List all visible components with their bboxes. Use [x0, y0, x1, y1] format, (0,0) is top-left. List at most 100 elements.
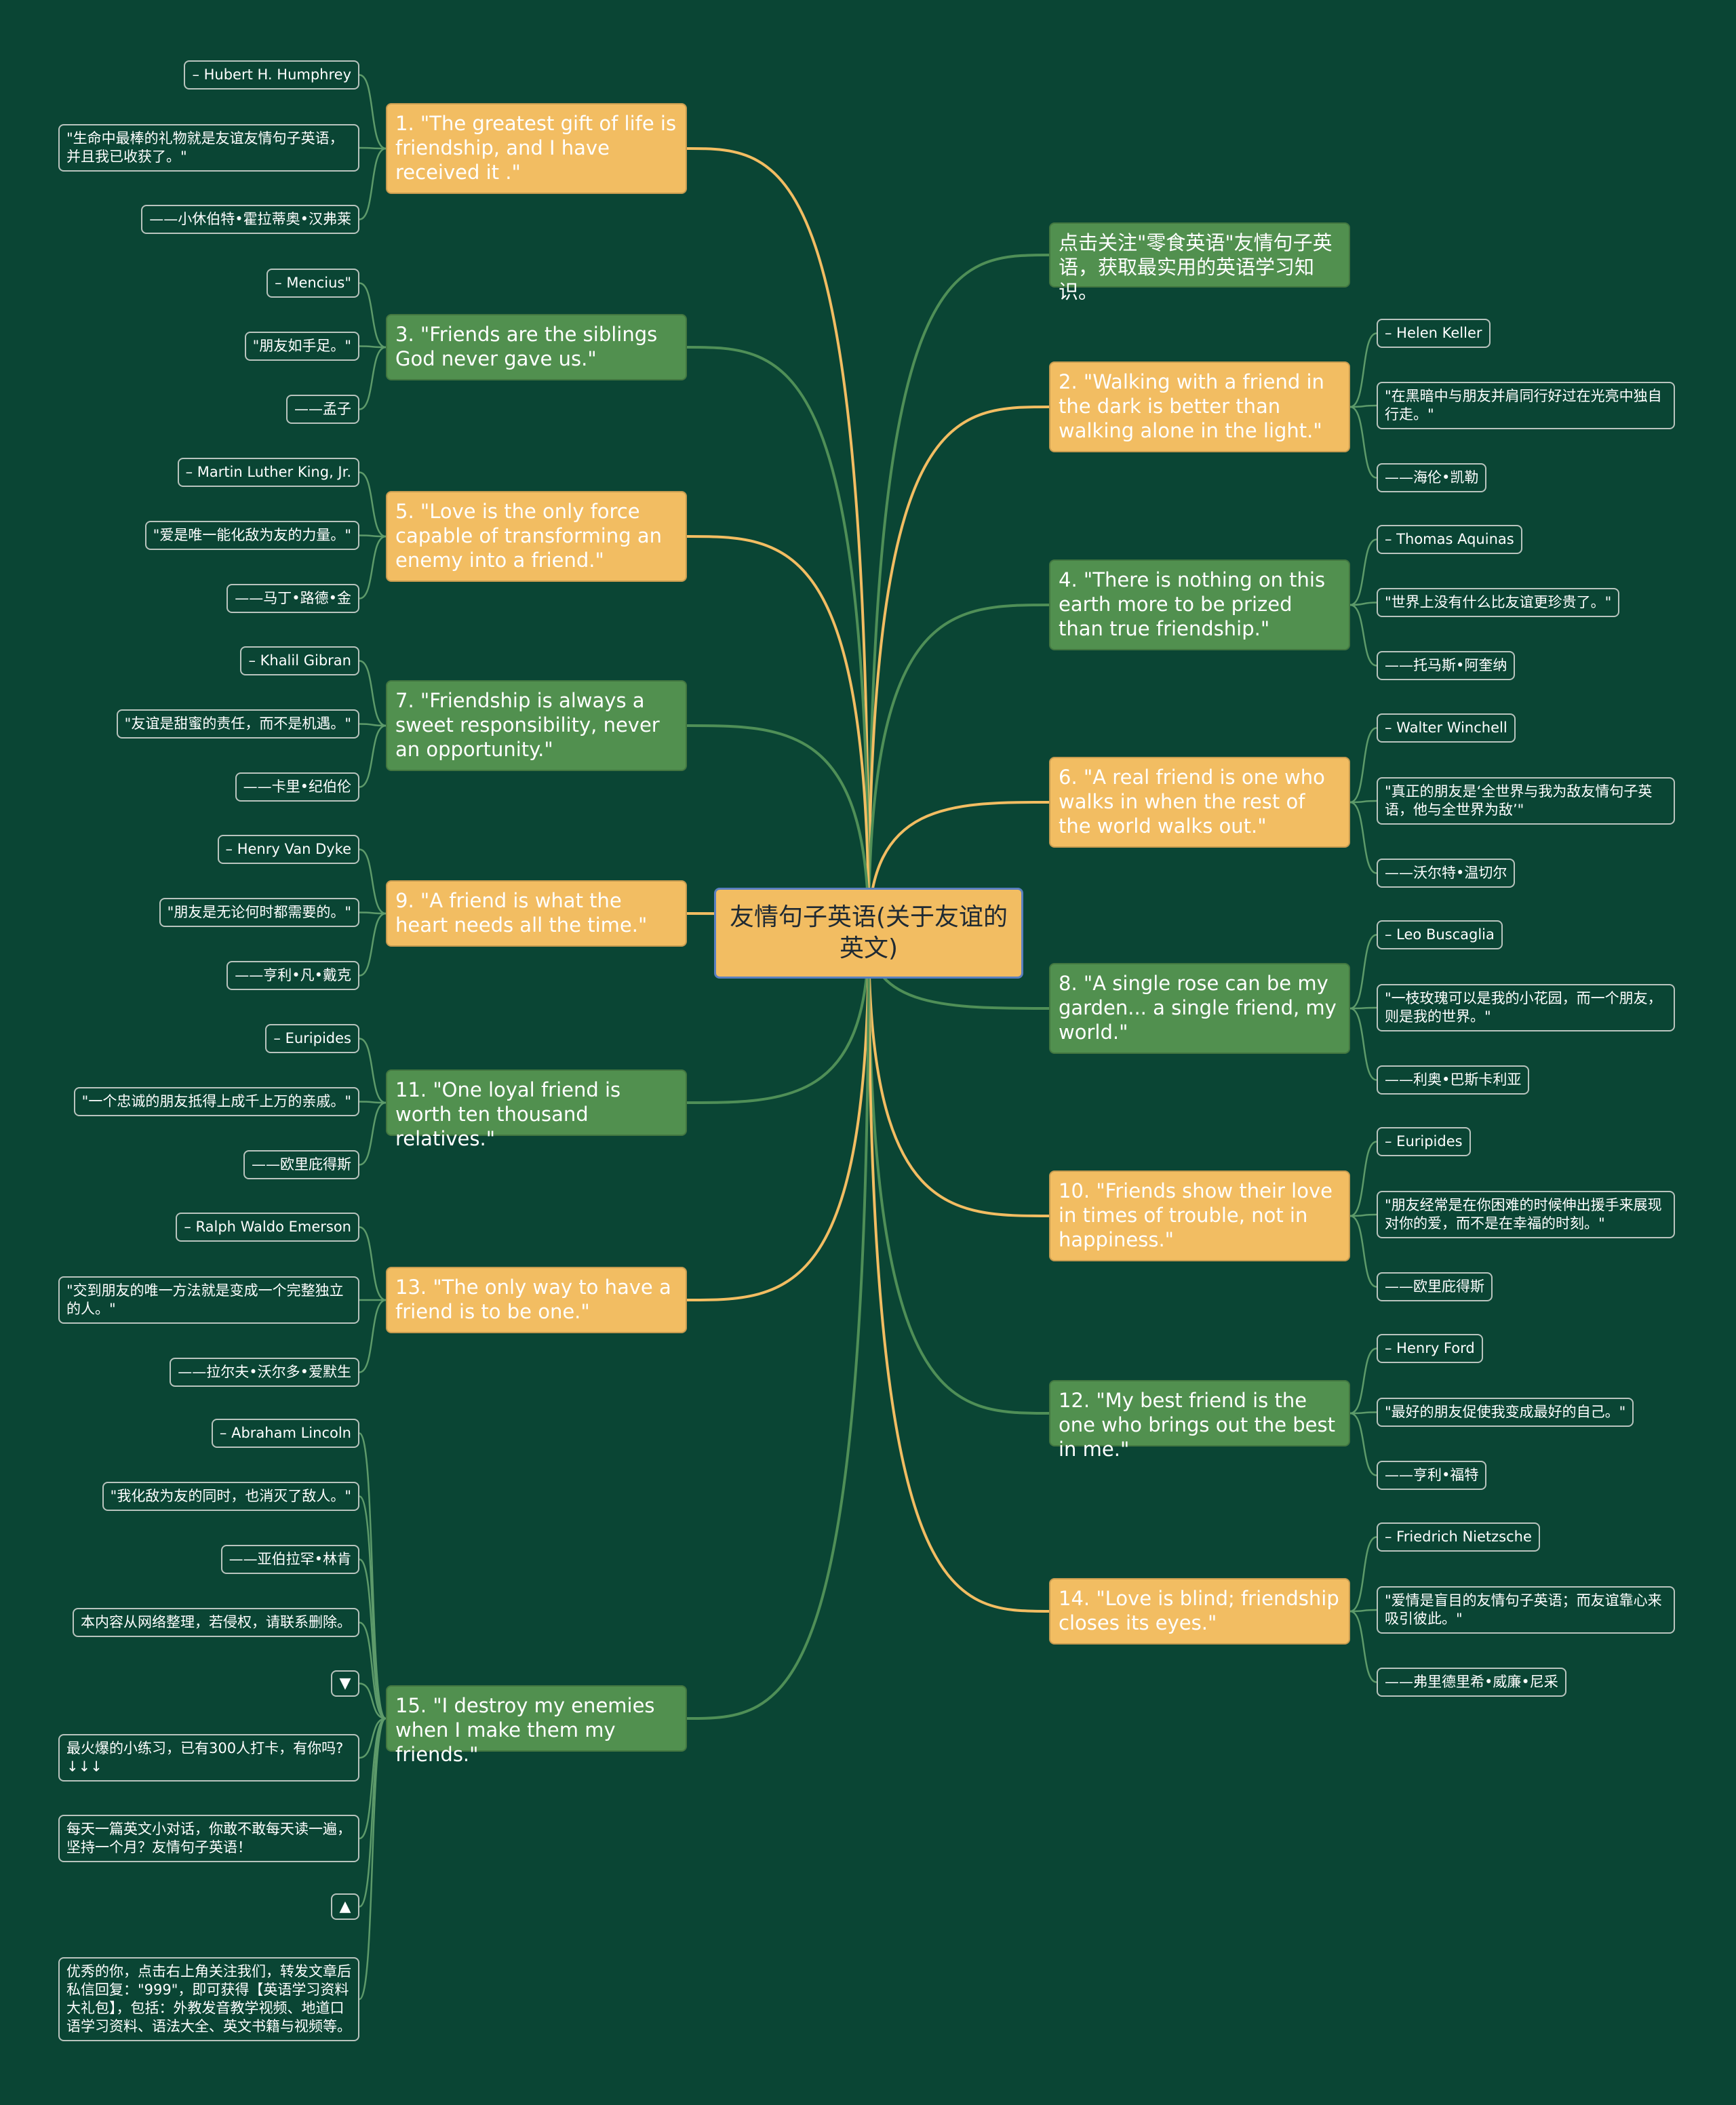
branch-15-author-en[interactable]: – Abraham Lincoln [211, 1419, 359, 1448]
branch-7-author-zh[interactable]: ——卡里•纪伯伦 [235, 772, 359, 802]
central-topic[interactable]: 友情句子英语(关于友谊的英文) [714, 888, 1023, 979]
branch-9-leaf-link-34 [359, 911, 387, 915]
branch-13-author-zh[interactable]: ——拉尔夫•沃尔多•爱默生 [170, 1358, 359, 1387]
branch-8-label: 8. "A single rose can be my garden... a … [1059, 972, 1337, 1044]
branch-9-author-en[interactable]: – Henry Van Dyke [217, 835, 359, 864]
branch-13[interactable]: 13. "The only way to have a friend is to… [386, 1267, 687, 1333]
branch-2-link [867, 406, 1050, 934]
branch-12-translation[interactable]: "最好的朋友促使我变成最好的自己。" [1377, 1398, 1634, 1427]
branch-4-author-zh[interactable]: ——托马斯•阿奎纳 [1377, 651, 1516, 680]
branch-8-author-en[interactable]: – Leo Buscaglia [1377, 920, 1503, 949]
branch-6-label: 6. "A real friend is one who walks in wh… [1059, 766, 1325, 838]
branch-10[interactable]: 10. "Friends show their love in times of… [1049, 1170, 1350, 1261]
branch-2-label: 2. "Walking with a friend in the dark is… [1059, 370, 1324, 442]
branch-11-translation[interactable]: "一个忠诚的朋友抵得上成千上万的亲戚。" [73, 1087, 359, 1116]
branch-1-author-zh[interactable]: ——小休伯特•霍拉蒂奥•汉弗莱 [141, 205, 359, 234]
branch-4-label: 4. "There is nothing on this earth more … [1059, 568, 1326, 640]
branch-2-author-en[interactable]: – Helen Keller [1377, 319, 1491, 348]
branch-15-leaf-link-47 [359, 1717, 387, 1759]
branch-4[interactable]: 4. "There is nothing on this earth more … [1049, 559, 1350, 650]
branch-9-leaf-link-35 [359, 912, 387, 977]
branch-1-leaf-link-22 [359, 146, 387, 150]
branch-12-leaf-link-1 [1349, 1411, 1377, 1415]
branch-13-leaf-link-39 [359, 1226, 387, 1301]
branch-7-author-en[interactable]: – Khalil Gibran [240, 646, 359, 675]
branch-13-translation[interactable]: "交到朋友的唯一方法就是变成一个完整独立的人。" [58, 1276, 359, 1324]
branch-15-follow-note[interactable]: 优秀的你，点击右上角关注我们，转发文章后私信回复："999"，即可获得【英语学习… [58, 1957, 359, 2041]
branch-4-author-en[interactable]: – Thomas Aquinas [1377, 525, 1522, 554]
branch-15-translation[interactable]: "我化敌为友的同时，也消灭了敌人。" [102, 1482, 359, 1511]
branch-14-author-en[interactable]: – Friedrich Nietzsche [1377, 1522, 1540, 1552]
branch-5[interactable]: 5. "Love is the only force capable of tr… [386, 491, 687, 582]
branch-10-translation[interactable]: "朋友经常是在你困难的时候伸出援手来展现对你的爱，而不是在幸福的时刻。" [1377, 1191, 1675, 1238]
branch-4-translation[interactable]: "世界上没有什么比友谊更珍贵了。" [1377, 588, 1620, 617]
branch-9-translation[interactable]: "朋友是无论何时都需要的。" [159, 898, 359, 927]
branch-15-dialog-note[interactable]: 每天一篇英文小对话，你敢不敢每天读一遍，坚持一个月？友情句子英语！ [58, 1815, 359, 1862]
branch-12-label: 12. "My best friend is the one who bring… [1059, 1389, 1335, 1461]
branch-5-author-en[interactable]: – Martin Luther King, Jr. [177, 458, 359, 487]
branch-15-leaf-link-45 [359, 1621, 387, 1720]
branch-4-leaf-link-2 [1349, 604, 1377, 667]
branch-14-translation[interactable]: "爱情是盲目的友情句子英语；而友谊靠心来吸引彼此。" [1377, 1586, 1675, 1634]
branch-6-author-zh[interactable]: ——沃尔特•温切尔 [1377, 859, 1516, 888]
branch-6-translation[interactable]: "真正的朋友是‘全世界与我为敌友情句子英语，他与全世界为敌’" [1377, 777, 1675, 825]
branch-8-translation[interactable]: "一枝玫瑰可以是我的小花园，而一个朋友，则是我的世界。" [1377, 984, 1675, 1031]
branch-15-leaf-link-50 [358, 1717, 387, 2001]
branch-15-author-zh[interactable]: ——亚伯拉罕•林肯 [220, 1545, 359, 1574]
branch-7-leaf-link-32 [359, 724, 387, 788]
branch-6[interactable]: 6. "A real friend is one who walks in wh… [1049, 757, 1350, 848]
branch-11-link [686, 932, 870, 1104]
branch-8-author-zh[interactable]: ——利奥•巴斯卡利亚 [1377, 1065, 1530, 1095]
branch-14-author-zh[interactable]: ——弗里德里希•威廉•尼采 [1377, 1668, 1566, 1697]
branch-8[interactable]: 8. "A single rose can be my garden... a … [1049, 963, 1350, 1054]
branch-13-author-en[interactable]: – Ralph Waldo Emerson [176, 1213, 359, 1242]
branch-14[interactable]: 14. "Love is blind; friendship closes it… [1049, 1578, 1350, 1645]
branch-7-translation[interactable]: "友谊是甜蜜的责任，而不是机遇。" [116, 709, 359, 739]
branch-9[interactable]: 9. "A friend is what the heart needs all… [386, 880, 687, 947]
branch-5-translation[interactable]: "爱是唯一能化敌为友的力量。" [144, 521, 359, 550]
branch-11-leaf-link-36 [359, 1038, 387, 1104]
branch-15[interactable]: 15. "I destroy my enemies when I make th… [386, 1685, 687, 1766]
branch-5-leaf-link-29 [359, 535, 387, 599]
branch-3-author-zh[interactable]: ——孟子 [286, 395, 359, 424]
branch-12[interactable]: 12. "My best friend is the one who bring… [1049, 1380, 1350, 1461]
branch-3[interactable]: 3. "Friends are the siblings God never g… [386, 314, 687, 380]
branch-1-author-en[interactable]: – Hubert H. Humphrey [184, 60, 359, 90]
branch-1-leaf-link-23 [359, 147, 387, 220]
branch-15-practice-note[interactable]: 最火爆的小练习，已有300人打卡，有你吗?↓↓↓ [58, 1734, 359, 1782]
branch-12-author-zh[interactable]: ——亨利•福特 [1377, 1461, 1487, 1490]
branch-12-link [867, 932, 1050, 1415]
branch-5-leaf-link-28 [359, 534, 387, 538]
branch-2-translation[interactable]: "在黑暗中与朋友并肩同行好过在光亮中独自行走。" [1377, 382, 1675, 429]
branch-11-author-en[interactable]: – Euripides [265, 1024, 359, 1053]
branch-promo[interactable]: 点击关注"零食英语"友情句子英语，获取最实用的英语学习知识。 [1049, 222, 1350, 303]
branch-10-author-zh[interactable]: ——欧里庇得斯 [1377, 1272, 1493, 1301]
branch-1-translation[interactable]: "生命中最棒的礼物就是友谊友情句子英语，并且我已收获了。" [58, 124, 359, 172]
branch-7-label: 7. "Friendship is always a sweet respons… [395, 689, 660, 761]
branch-3-author-en[interactable]: – Mencius" [267, 269, 359, 298]
branch-12-author-en[interactable]: – Henry Ford [1377, 1334, 1483, 1363]
branch-12-leaf-link-0 [1349, 1347, 1377, 1415]
branch-11-leaf-link-37 [359, 1101, 387, 1104]
branch-7[interactable]: 7. "Friendship is always a sweet respons… [386, 680, 687, 771]
branch-15-disclaimer[interactable]: 本内容从网络整理，若侵权，请联系删除。 [73, 1608, 359, 1637]
branch-1[interactable]: 1. "The greatest gift of life is friends… [386, 103, 687, 194]
branch-10-link [867, 932, 1050, 1217]
branch-15-leaf-link-44 [359, 1558, 387, 1720]
branch-6-author-en[interactable]: – Walter Winchell [1377, 713, 1516, 743]
branch-5-author-zh[interactable]: ——马丁•路德•金 [226, 584, 359, 613]
collapse-down-toggle[interactable]: ▼ [331, 1670, 359, 1697]
branch-11-author-zh[interactable]: ——欧里庇得斯 [243, 1150, 359, 1179]
branch-9-label: 9. "A friend is what the heart needs all… [395, 889, 648, 937]
branch-9-author-zh[interactable]: ——亨利•凡•戴克 [226, 961, 359, 990]
branch-6-leaf-link-2 [1349, 801, 1377, 874]
branch-1-label: 1. "The greatest gift of life is friends… [395, 112, 677, 184]
branch-2[interactable]: 2. "Walking with a friend in the dark is… [1049, 361, 1350, 452]
branch-2-author-zh[interactable]: ——海伦•凯勒 [1377, 463, 1487, 492]
branch-14-label: 14. "Love is blind; friendship closes it… [1059, 1587, 1339, 1634]
branch-10-author-en[interactable]: – Euripides [1377, 1127, 1471, 1156]
branch-11[interactable]: 11. "One loyal friend is worth ten thous… [386, 1069, 687, 1150]
branch-3-translation[interactable]: "朋友如手足。" [244, 332, 359, 361]
collapse-up-toggle[interactable]: ▲ [331, 1893, 359, 1920]
